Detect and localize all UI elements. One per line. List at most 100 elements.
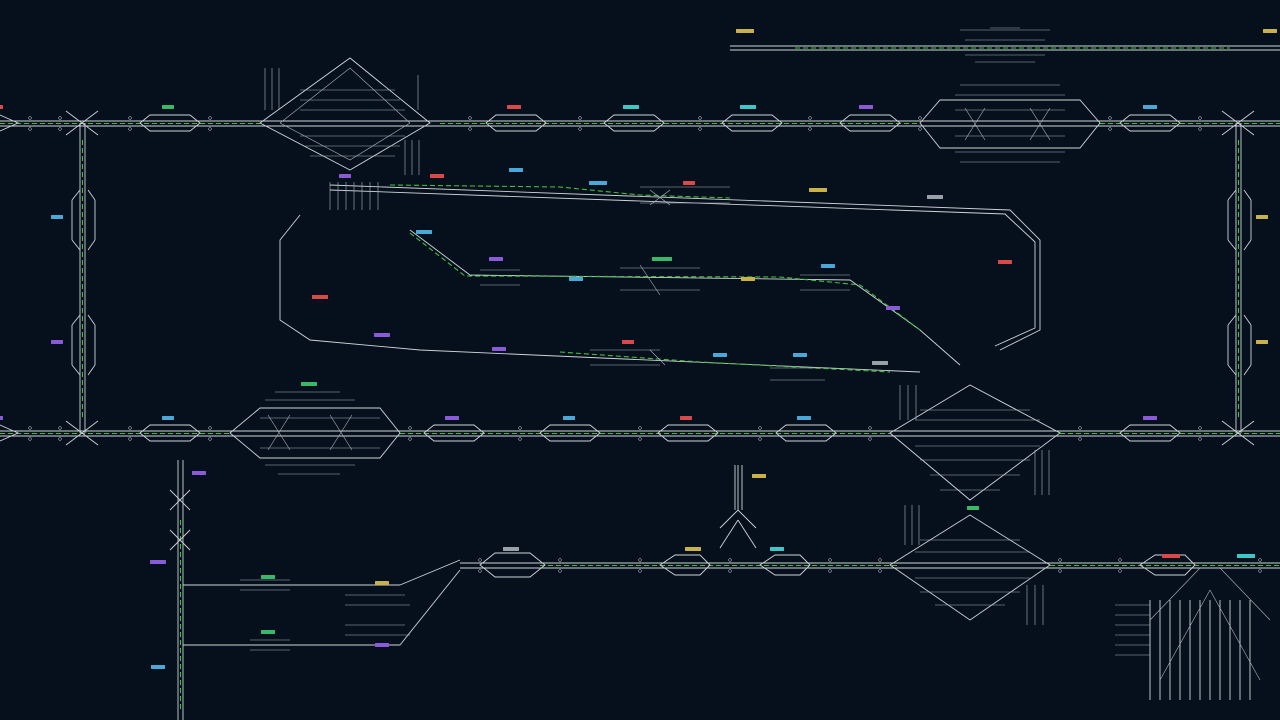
signal-icon[interactable] xyxy=(878,558,882,562)
signal-icon[interactable] xyxy=(1118,558,1122,562)
station-label-39[interactable] xyxy=(797,416,811,420)
station-label-35[interactable] xyxy=(162,416,174,420)
station-label-30[interactable] xyxy=(793,353,807,357)
signal-icon[interactable] xyxy=(828,558,832,562)
signal-icon[interactable] xyxy=(208,426,212,430)
station-label-16[interactable] xyxy=(416,230,432,234)
station-label-33[interactable] xyxy=(51,340,63,344)
station-label-24[interactable] xyxy=(51,215,63,219)
signal-icon[interactable] xyxy=(518,437,522,441)
signal-icon[interactable] xyxy=(578,127,582,131)
station-label-8[interactable] xyxy=(1263,29,1277,33)
station-label-26[interactable] xyxy=(374,333,390,337)
signal-icon[interactable] xyxy=(1108,127,1112,131)
signal-icon[interactable] xyxy=(698,127,702,131)
signal-icon[interactable] xyxy=(868,426,872,430)
station-label-4[interactable] xyxy=(507,105,521,109)
signal-icon[interactable] xyxy=(558,569,562,573)
station-label-5[interactable] xyxy=(740,105,756,109)
station-label-20[interactable] xyxy=(998,260,1012,264)
signal-icon[interactable] xyxy=(1198,127,1202,131)
station-label-55[interactable] xyxy=(1256,340,1268,344)
signal-icon[interactable] xyxy=(758,426,762,430)
signal-icon[interactable] xyxy=(468,127,472,131)
signal-icon[interactable] xyxy=(918,127,922,131)
signal-icon[interactable] xyxy=(638,558,642,562)
signal-icon[interactable] xyxy=(58,426,62,430)
signal-icon[interactable] xyxy=(58,437,62,441)
station-label-43[interactable] xyxy=(261,575,275,579)
signal-icon[interactable] xyxy=(878,569,882,573)
station-label-40[interactable] xyxy=(1143,416,1157,420)
signal-icon[interactable] xyxy=(808,127,812,131)
station-label-41[interactable] xyxy=(192,471,206,475)
station-label-19[interactable] xyxy=(821,264,835,268)
station-label-6[interactable] xyxy=(859,105,873,109)
station-label-48[interactable] xyxy=(685,547,701,551)
signal-icon[interactable] xyxy=(208,116,212,120)
signal-icon[interactable] xyxy=(1198,426,1202,430)
station-label-34[interactable] xyxy=(301,382,317,386)
signal-icon[interactable] xyxy=(1078,426,1082,430)
signal-icon[interactable] xyxy=(1058,569,1062,573)
signal-icon[interactable] xyxy=(728,558,732,562)
signal-icon[interactable] xyxy=(638,437,642,441)
signal-icon[interactable] xyxy=(1108,116,1112,120)
signal-icon[interactable] xyxy=(518,426,522,430)
signal-icon[interactable] xyxy=(638,426,642,430)
station-label-49[interactable] xyxy=(770,547,784,551)
signal-icon[interactable] xyxy=(1058,558,1062,562)
station-label-47[interactable] xyxy=(503,547,519,551)
signal-icon[interactable] xyxy=(478,569,482,573)
signal-icon[interactable] xyxy=(128,127,132,131)
signal-icon[interactable] xyxy=(1078,437,1082,441)
signal-icon[interactable] xyxy=(558,558,562,562)
station-label-51[interactable] xyxy=(1162,554,1180,558)
station-label-44[interactable] xyxy=(375,581,389,585)
signal-icon[interactable] xyxy=(868,437,872,441)
station-label-7[interactable] xyxy=(1143,105,1157,109)
station-label-36[interactable] xyxy=(445,416,459,420)
signal-icon[interactable] xyxy=(128,116,132,120)
station-label-25[interactable] xyxy=(312,295,328,299)
station-label-3[interactable] xyxy=(162,105,174,109)
station-label-15[interactable] xyxy=(927,195,943,199)
station-label-45[interactable] xyxy=(261,630,275,634)
station-label-11[interactable] xyxy=(509,168,523,172)
signal-icon[interactable] xyxy=(408,426,412,430)
signal-icon[interactable] xyxy=(128,437,132,441)
station-label-2[interactable] xyxy=(623,105,639,109)
signal-icon[interactable] xyxy=(28,116,32,120)
station-label-50[interactable] xyxy=(967,506,979,510)
station-label-14[interactable] xyxy=(809,188,827,192)
station-label-10[interactable] xyxy=(430,174,444,178)
station-label-31[interactable] xyxy=(872,361,888,365)
signal-icon[interactable] xyxy=(128,426,132,430)
signal-icon[interactable] xyxy=(1198,116,1202,120)
station-label-18[interactable] xyxy=(652,257,672,261)
station-label-38[interactable] xyxy=(680,416,692,420)
station-label-12[interactable] xyxy=(589,181,607,185)
signal-icon[interactable] xyxy=(1198,437,1202,441)
station-label-1[interactable] xyxy=(736,29,754,33)
signal-icon[interactable] xyxy=(1118,569,1122,573)
signal-icon[interactable] xyxy=(808,116,812,120)
signal-icon[interactable] xyxy=(28,127,32,131)
signal-icon[interactable] xyxy=(28,426,32,430)
signal-icon[interactable] xyxy=(728,569,732,573)
signal-icon[interactable] xyxy=(578,116,582,120)
station-label-37[interactable] xyxy=(563,416,575,420)
signal-icon[interactable] xyxy=(208,437,212,441)
station-label-52[interactable] xyxy=(1237,554,1255,558)
station-label-54[interactable] xyxy=(151,665,165,669)
station-label-57[interactable] xyxy=(0,105,3,109)
signal-icon[interactable] xyxy=(758,437,762,441)
signal-icon[interactable] xyxy=(478,558,482,562)
station-label-53[interactable] xyxy=(150,560,166,564)
signal-icon[interactable] xyxy=(698,116,702,120)
signal-icon[interactable] xyxy=(28,437,32,441)
station-label-23[interactable] xyxy=(741,277,755,281)
signal-icon[interactable] xyxy=(58,127,62,131)
station-label-9[interactable] xyxy=(339,174,351,178)
signal-icon[interactable] xyxy=(638,569,642,573)
